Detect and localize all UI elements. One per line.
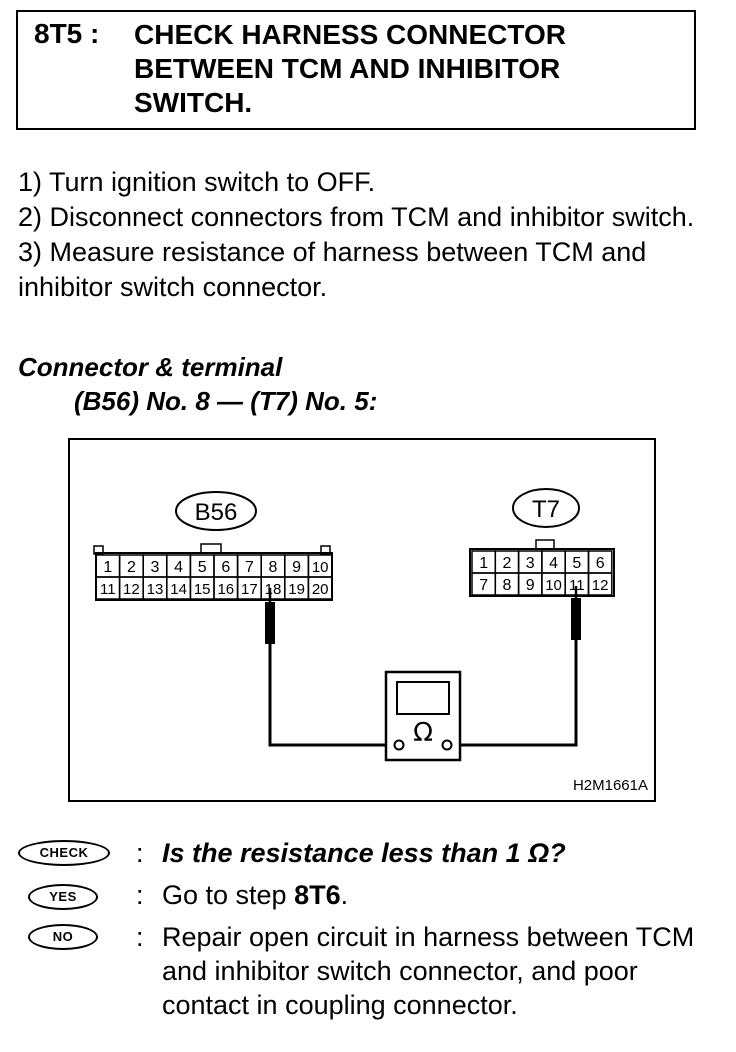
check-row: CHECK : Is the resistance less than 1 Ω? xyxy=(18,836,718,878)
connector-terminal-heading: Connector & terminal (B56) No. 8 — (T7) … xyxy=(18,350,377,418)
yes-colon: : xyxy=(136,880,144,910)
b56-pin-number: 16 xyxy=(217,581,234,598)
t7-pin-number: 4 xyxy=(549,555,558,572)
t7-pin-number: 6 xyxy=(596,555,605,572)
procedure-step: 1) Turn ignition switch to OFF. xyxy=(18,167,376,197)
yes-row: YES : Go to step 8T6. xyxy=(18,878,718,920)
yes-action: Go to step 8T6. xyxy=(162,878,722,912)
ohmmeter-jack xyxy=(393,739,405,751)
b56-pin-number: 19 xyxy=(288,581,305,598)
b56-pin-number: 1 xyxy=(103,559,112,576)
check-question: Is the resistance less than 1 Ω? xyxy=(162,838,566,868)
ohmmeter-display xyxy=(396,681,450,715)
b56-pin-number: 3 xyxy=(151,559,160,576)
t7-body xyxy=(469,548,615,597)
step-header: 8T5 : CHECK HARNESS CONNECTOR BETWEEN TC… xyxy=(16,10,696,130)
t7-label: T7 xyxy=(532,496,560,523)
procedure-step: 2) Disconnect connectors from TCM and in… xyxy=(18,202,695,232)
step-id: 8T5 : xyxy=(34,18,100,49)
step-title-line: BETWEEN TCM AND INHIBITOR xyxy=(134,53,561,84)
t7-latch xyxy=(535,539,555,550)
no-badge: NO xyxy=(28,924,98,950)
check-badge: CHECK xyxy=(18,840,110,866)
b56-pin-number: 2 xyxy=(127,559,136,576)
connector-terminal-label: Connector & terminal xyxy=(18,352,283,382)
probe-t7 xyxy=(571,598,581,640)
no-colon: : xyxy=(136,922,144,952)
yes-step-ref: 8T6 xyxy=(294,880,341,910)
t7-pin-number: 1 xyxy=(479,555,488,572)
b56-pin-number: 14 xyxy=(170,581,187,598)
lead-wire-t7 xyxy=(460,640,578,747)
b56-pin-number: 11 xyxy=(100,581,116,598)
diagram-frame xyxy=(68,438,656,802)
b56-pin-number: 10 xyxy=(312,559,329,576)
lead-wire-b56 xyxy=(268,644,386,747)
b56-pin-number: 4 xyxy=(174,559,183,576)
ohm-symbol: Ω xyxy=(413,718,433,748)
yes-badge: YES xyxy=(28,884,98,910)
b56-pin-number: 20 xyxy=(312,581,329,598)
check-colon: : xyxy=(136,838,144,868)
t7-label-oval xyxy=(512,488,580,528)
yes-action-suffix: . xyxy=(340,880,349,910)
b56-pin-number: 15 xyxy=(194,581,211,598)
procedure-list: 1) Turn ignition switch to OFF. 2) Disco… xyxy=(18,165,708,305)
t7-pin-number: 12 xyxy=(592,577,609,594)
step-title-line: SWITCH. xyxy=(134,87,253,118)
b56-label-oval xyxy=(175,491,257,531)
t7-pin-number: 11 xyxy=(569,577,585,594)
no-action: Repair open circuit in harness between T… xyxy=(162,922,695,1020)
step-title: CHECK HARNESS CONNECTOR BETWEEN TCM AND … xyxy=(134,18,674,120)
b56-label: B56 xyxy=(195,499,238,526)
step-title-line: CHECK HARNESS CONNECTOR xyxy=(134,19,566,50)
t7-pin-number: 2 xyxy=(502,555,511,572)
procedure-step: 3) Measure resistance of harness between… xyxy=(18,237,647,302)
b56-pin-number: 9 xyxy=(292,559,301,576)
check-section: CHECK : Is the resistance less than 1 Ω?… xyxy=(18,836,718,1030)
t7-pin-number: 10 xyxy=(545,577,562,594)
t7-pin-number: 3 xyxy=(526,555,535,572)
ohmmeter-jack xyxy=(441,739,453,751)
probe-b56 xyxy=(265,602,275,644)
b56-pin-number: 18 xyxy=(265,581,282,598)
b56-pin-cell xyxy=(307,576,333,600)
t7-pin-cell xyxy=(587,572,613,596)
b56-pin-number: 17 xyxy=(241,581,258,598)
b56-pin-number: 12 xyxy=(123,581,140,598)
figure-code: H2M1661A xyxy=(573,777,648,794)
connector-terminal-pins: (B56) No. 8 — (T7) No. 5: xyxy=(74,386,378,416)
t7-pin-number: 7 xyxy=(479,577,488,594)
t7-pin-number: 5 xyxy=(572,555,581,572)
b56-latch xyxy=(200,543,222,554)
b56-pin-number: 5 xyxy=(198,559,207,576)
b56-pin-number: 7 xyxy=(245,559,254,576)
yes-action-prefix: Go to step xyxy=(162,880,295,910)
b56-pin-number: 13 xyxy=(147,581,164,598)
t7-pin-number: 8 xyxy=(502,577,511,594)
b56-pin-number: 6 xyxy=(221,559,230,576)
t7-pin-number: 9 xyxy=(526,577,535,594)
no-row: NO : Repair open circuit in harness betw… xyxy=(18,920,718,1030)
b56-pin-number: 8 xyxy=(269,559,278,576)
